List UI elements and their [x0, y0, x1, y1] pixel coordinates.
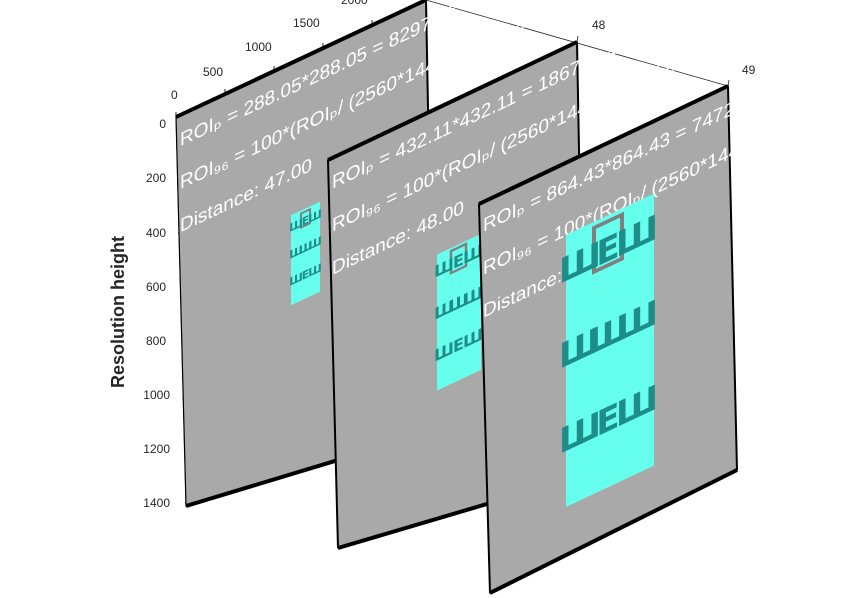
svg-text:Ш: Ш: [463, 240, 483, 268]
svg-text:Ш: Ш: [463, 324, 483, 352]
y-axis-label: Resolution height: [108, 236, 128, 388]
svg-text:2000: 2000: [341, 0, 368, 7]
svg-text:E: E: [453, 249, 464, 273]
svg-text:1200: 1200: [143, 442, 170, 456]
z-tick-48: 48: [592, 18, 606, 32]
svg-text:E: E: [596, 395, 619, 445]
x-tick-500: 500: [203, 65, 226, 94]
svg-text:Ш: Ш: [308, 260, 322, 280]
y-tick-1000: 1000: [143, 388, 189, 402]
svg-text:500: 500: [203, 65, 223, 79]
svg-text:0: 0: [171, 88, 178, 102]
y-tick-800: 800: [146, 334, 187, 348]
x-tick-1000: 1000: [245, 40, 275, 71]
svg-text:E: E: [596, 225, 619, 275]
svg-text:200: 200: [146, 171, 166, 185]
svg-text:Ш: Ш: [308, 206, 322, 226]
roi-eye-chart: Ш E Ш Ш Ш Ш Ш E Ш: [434, 233, 483, 391]
roi-eye-chart: Ш E Ш Ш Ш Ш Ш E Ш: [289, 201, 322, 306]
svg-text:1000: 1000: [143, 388, 170, 402]
roi-eye-chart: Ш E Ш Ш Ш Ш Ш E Ш: [559, 193, 658, 507]
svg-text:Ш: Ш: [289, 242, 303, 262]
svg-text:Ш: Ш: [289, 215, 303, 235]
svg-text:Ш: Ш: [449, 289, 469, 317]
svg-text:0: 0: [159, 117, 166, 131]
x-tick-2000: 2000: [341, 0, 373, 25]
svg-text:E: E: [302, 212, 310, 229]
x-tick-1500: 1500: [293, 16, 324, 48]
y-tick-1200: 1200: [143, 442, 190, 456]
z-tick-49: 49: [742, 63, 756, 77]
svg-text:1400: 1400: [143, 496, 170, 510]
svg-text:400: 400: [146, 226, 166, 240]
svg-text:E: E: [302, 266, 310, 283]
svg-text:1500: 1500: [293, 16, 320, 30]
svg-text:E: E: [453, 333, 464, 357]
y-tick-1400: 1400: [143, 496, 191, 510]
svg-text:Ш: Ш: [434, 295, 454, 323]
svg-text:Ш: Ш: [308, 233, 322, 253]
svg-text:Ш: Ш: [299, 238, 313, 258]
svg-text:Ш: Ш: [463, 282, 483, 310]
svg-text:Ш: Ш: [289, 269, 303, 289]
svg-text:Ш: Ш: [434, 253, 454, 281]
svg-text:1000: 1000: [245, 40, 272, 54]
svg-text:600: 600: [146, 280, 166, 294]
svg-text:Ш: Ш: [434, 337, 454, 365]
x-tick-0: 0: [171, 88, 178, 117]
svg-text:800: 800: [146, 334, 166, 348]
